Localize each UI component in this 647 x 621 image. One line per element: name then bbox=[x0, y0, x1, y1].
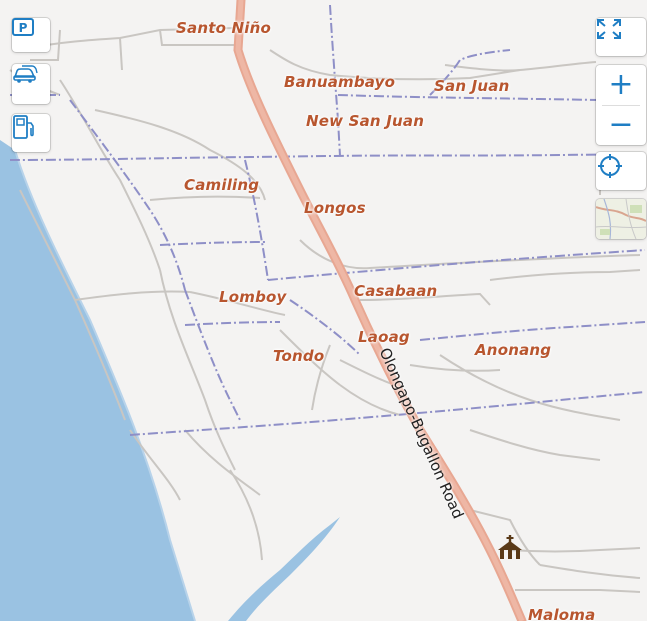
locate-button[interactable] bbox=[596, 152, 646, 190]
map-layer-thumbnail-icon bbox=[596, 199, 646, 239]
zoom-out-button[interactable]: − bbox=[608, 107, 634, 142]
layer-switcher-button[interactable] bbox=[596, 199, 646, 239]
car-button[interactable] bbox=[12, 64, 50, 104]
zoom-divider bbox=[602, 105, 640, 106]
place-label-santo-nino: Santo Niño bbox=[176, 19, 271, 37]
place-label-anonang: Anonang bbox=[475, 341, 552, 359]
locate-icon bbox=[598, 154, 622, 178]
place-label-lomboy: Lomboy bbox=[219, 288, 287, 306]
parking-icon: P bbox=[12, 18, 34, 36]
place-label-tondo: Tondo bbox=[273, 347, 325, 365]
fullscreen-icon bbox=[597, 19, 621, 39]
parking-button[interactable]: P bbox=[12, 18, 50, 52]
zoom-control: + − bbox=[596, 65, 646, 145]
river bbox=[228, 517, 340, 621]
place-label-maloma: Maloma bbox=[528, 606, 596, 621]
church-icon[interactable] bbox=[498, 535, 522, 559]
place-label-camiling: Camiling bbox=[184, 176, 260, 194]
place-label-longos: Longos bbox=[304, 199, 366, 217]
fuel-button[interactable] bbox=[12, 114, 50, 152]
zoom-in-button[interactable]: + bbox=[608, 67, 634, 102]
fullscreen-button[interactable] bbox=[596, 18, 646, 56]
place-label-new-san-juan: New San Juan bbox=[306, 112, 425, 130]
sea bbox=[0, 140, 195, 621]
place-label-casabaan: Casabaan bbox=[354, 282, 438, 300]
svg-text:P: P bbox=[19, 21, 28, 35]
place-label-san-juan: San Juan bbox=[434, 77, 510, 95]
car-icon bbox=[13, 65, 38, 83]
place-label-banuambayo: Banuambayo bbox=[284, 73, 396, 91]
fuel-pump-icon bbox=[13, 115, 34, 139]
place-label-laoag: Laoag bbox=[358, 328, 410, 346]
